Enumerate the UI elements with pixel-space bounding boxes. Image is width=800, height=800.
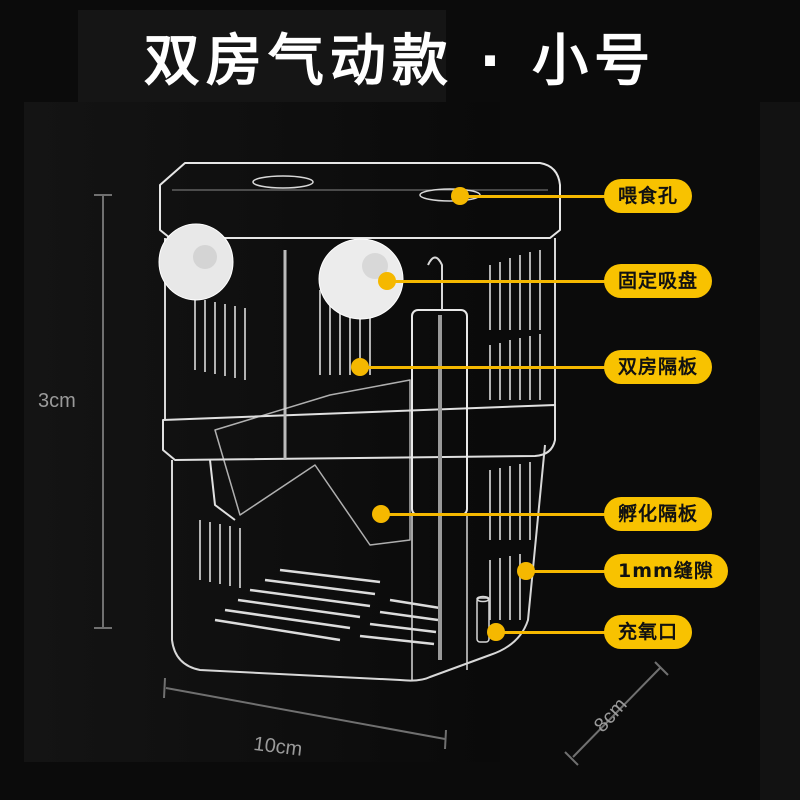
label-gap: 1mm缝隙: [604, 554, 728, 588]
label-suction-cup: 固定吸盘: [604, 264, 713, 298]
label-hatching-divider: 孵化隔板: [604, 497, 713, 531]
page-title: 双房气动款 · 小号: [143, 29, 657, 94]
callout-line: [496, 631, 610, 634]
label-air-inlet: 充氧口: [604, 615, 693, 649]
height-dimension-label: 3cm: [38, 390, 76, 412]
title-backdrop: [78, 10, 446, 102]
right-backdrop: [760, 102, 800, 800]
callout-line: [460, 195, 610, 198]
callout-line: [381, 513, 610, 516]
callout-line: [526, 570, 610, 573]
callout-line: [360, 366, 610, 369]
label-feeding-hole: 喂食孔: [604, 179, 693, 213]
callout-line: [387, 280, 610, 283]
label-room-divider: 双房隔板: [604, 350, 713, 384]
